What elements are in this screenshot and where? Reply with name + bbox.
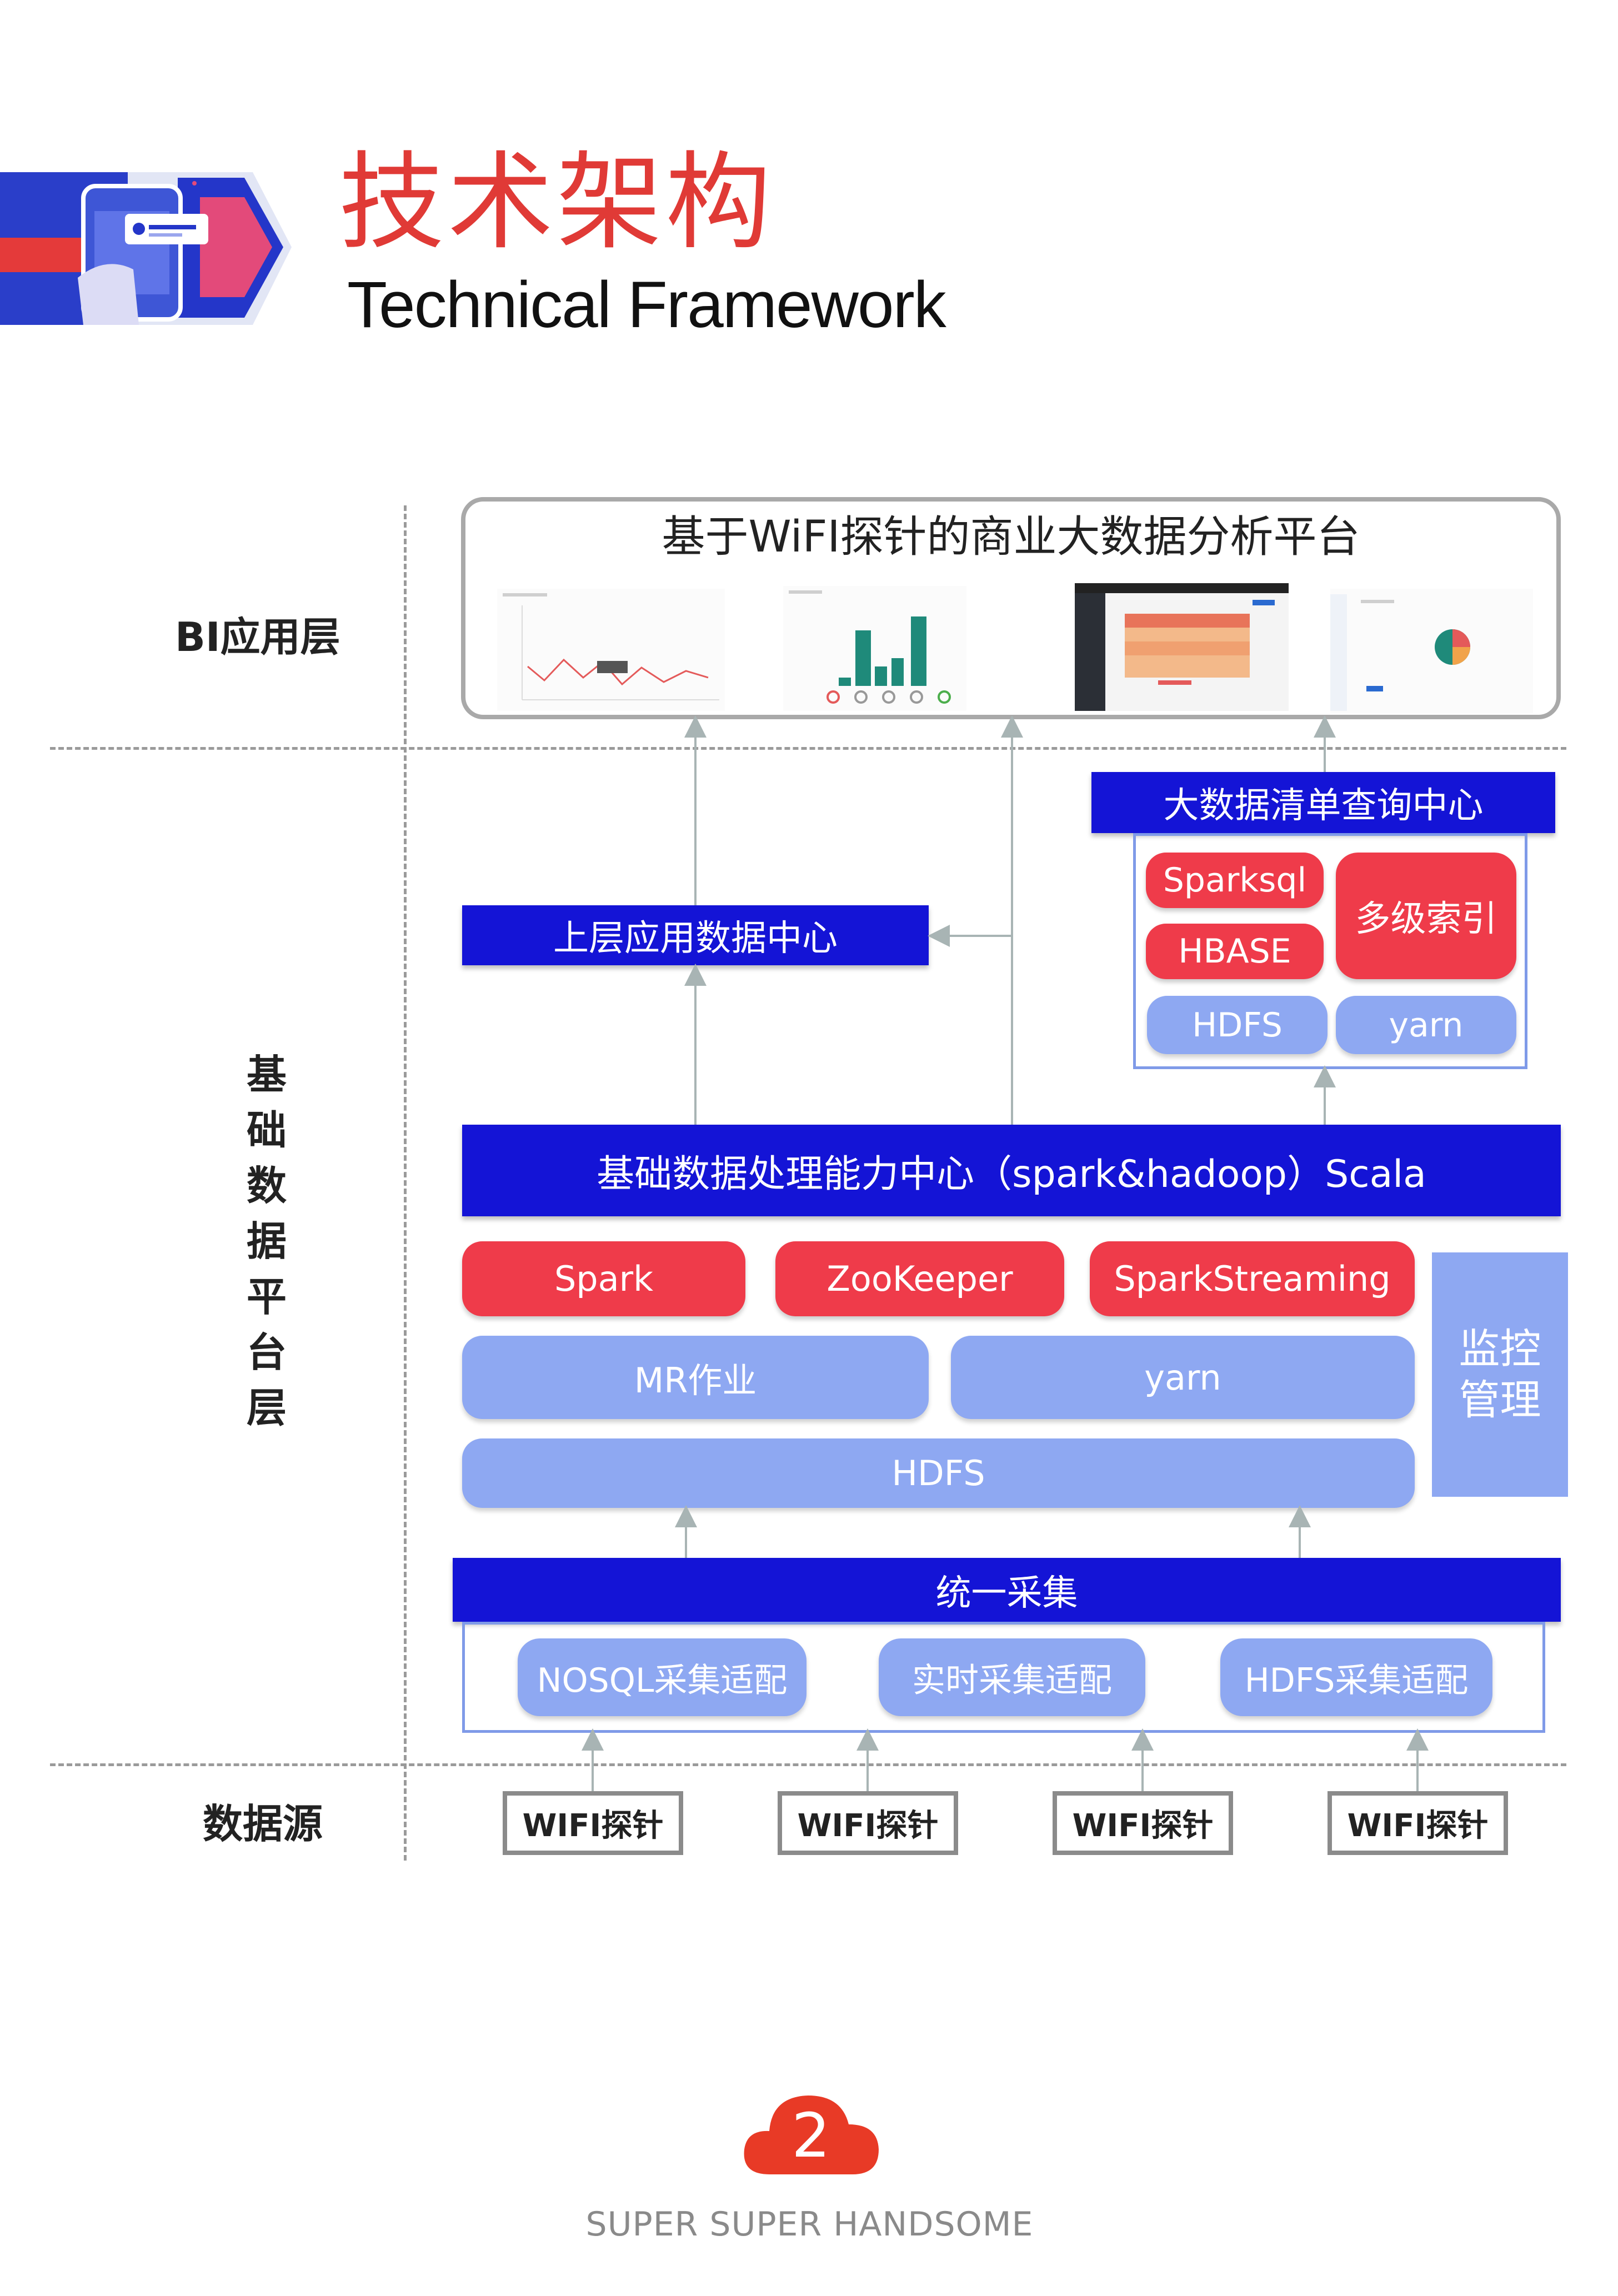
layer-label-platform: 基 础 数 据 平 台 层 [239, 1047, 294, 1436]
layer-label-platform-char: 层 [246, 1385, 287, 1431]
layer-divider-bottom [50, 1763, 1566, 1766]
query-hdfs-pill: HDFS [1147, 996, 1328, 1054]
spark-pill: Spark [462, 1241, 745, 1316]
hdfs-adapter-pill: HDFS采集适配 [1220, 1638, 1492, 1716]
zookeeper-pill: ZooKeeper [775, 1241, 1064, 1316]
footer-brand: SUPER SUPER HANDSOME [585, 2205, 1034, 2244]
sparkstreaming-pill: SparkStreaming [1090, 1241, 1415, 1316]
mr-job-pill: MR作业 [462, 1336, 929, 1419]
multi-index-pill: 多级索引 [1336, 853, 1516, 979]
realtime-adapter-pill: 实时采集适配 [879, 1638, 1145, 1716]
base-processing-bar: 基础数据处理能力中心（spark&hadoop）Scala [462, 1125, 1561, 1216]
layer-divider-vertical [404, 505, 407, 1861]
upper-app-center-bar: 上层应用数据中心 [462, 905, 929, 965]
layer-label-platform-char: 据 [246, 1218, 287, 1265]
pie-chart-thumbnail [1330, 589, 1533, 714]
nosql-adapter-pill: NOSQL采集适配 [518, 1638, 807, 1716]
monitor-management-box: 监控 管理 [1432, 1252, 1568, 1497]
layer-label-platform-char: 平 [246, 1274, 287, 1320]
sparksql-pill: Sparksql [1146, 853, 1324, 908]
layer-label-platform-char: 基 [246, 1051, 287, 1098]
cloud-page-badge [739, 2086, 883, 2177]
heatmap-thumbnail [1075, 583, 1289, 711]
platform-hdfs-pill: HDFS [462, 1438, 1415, 1508]
adapter-group [462, 1622, 1545, 1733]
flow-arrows [582, 715, 1429, 1791]
bi-platform-title: 基于WiFI探针的商业大数据分析平台 [662, 512, 1360, 562]
query-center-bar: 大数据清单查询中心 [1091, 772, 1555, 833]
bar-chart-thumbnail [783, 586, 966, 711]
layer-label-bi: BI应用层 [175, 614, 340, 660]
wifi-probe-box: WIFI探针 [503, 1791, 683, 1855]
layer-label-platform-char: 台 [246, 1329, 287, 1376]
layer-label-source: 数据源 [203, 1801, 323, 1847]
page-title-en: Technical Framework [347, 268, 946, 342]
page-number: 2 [792, 2100, 830, 2171]
page-title-cn: 技术架构 [339, 141, 775, 264]
header-illustration [0, 172, 300, 328]
platform-yarn-pill: yarn [951, 1336, 1415, 1419]
query-yarn-pill: yarn [1336, 996, 1516, 1054]
unified-collection-bar: 统一采集 [453, 1558, 1561, 1622]
layer-label-platform-char: 础 [246, 1107, 287, 1154]
wifi-probe-box: WIFI探针 [1053, 1791, 1233, 1855]
hbase-pill: HBASE [1146, 924, 1324, 979]
line-chart-thumbnail [497, 589, 725, 711]
layer-label-platform-char: 数 [246, 1162, 287, 1209]
wifi-probe-box: WIFI探针 [778, 1791, 958, 1855]
layer-divider-top [50, 747, 1566, 750]
wifi-probe-box: WIFI探针 [1328, 1791, 1508, 1855]
